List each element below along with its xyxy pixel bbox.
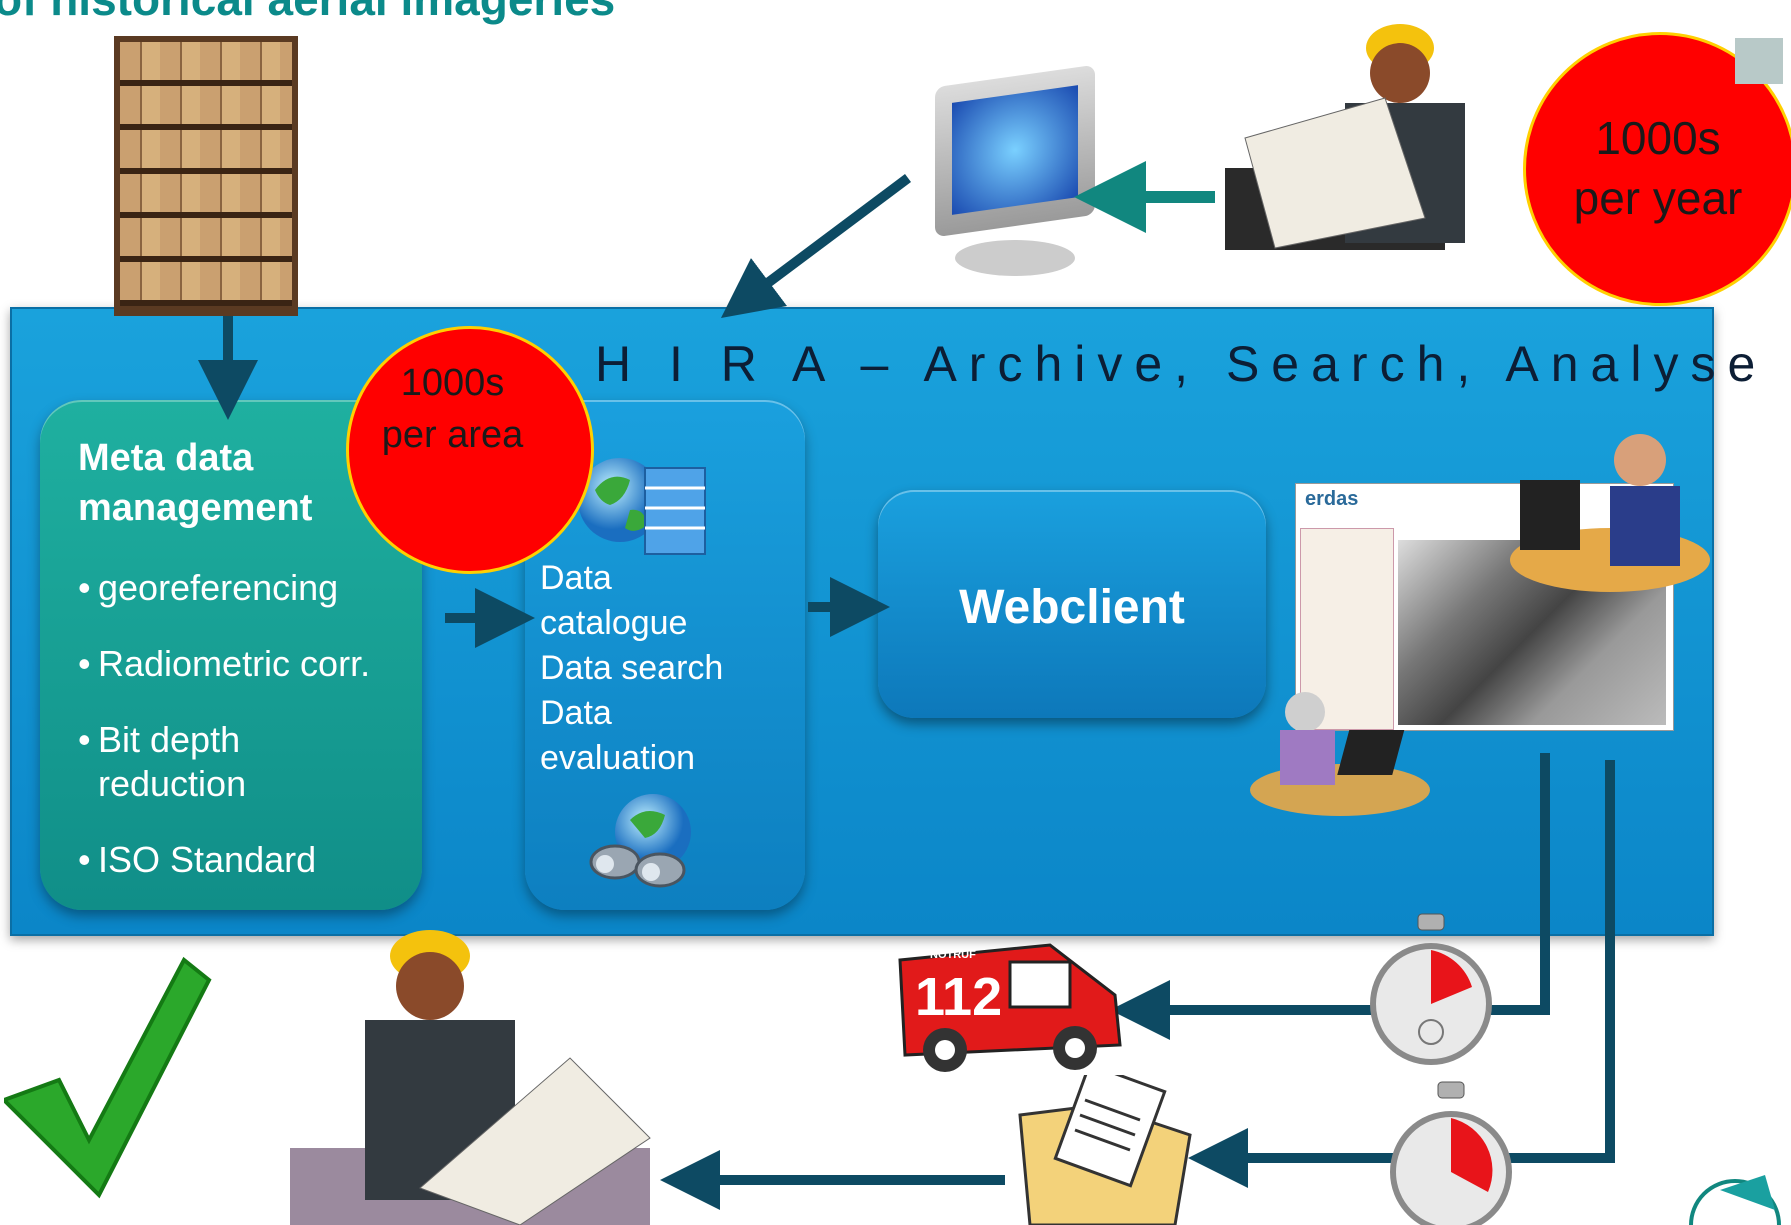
count-badge-area <box>346 326 594 574</box>
catalogue-text: Data catalogue Data search Data evaluati… <box>540 556 790 781</box>
office-worker-icon <box>1250 692 1430 816</box>
arrow-monitor-to-panel <box>720 173 911 318</box>
corner-square <box>1735 38 1783 84</box>
catalog-line: Data search <box>540 649 724 687</box>
globe-binoculars-icon <box>589 794 691 888</box>
stopwatch-icon <box>1390 1081 1512 1225</box>
arrow-to-emergency <box>1110 753 1550 1040</box>
meta-title-line2: management <box>78 487 313 529</box>
checkmark-icon <box>4 956 212 1199</box>
panel-title: H I R A – Archive, Search, Analyse <box>595 336 1768 392</box>
webclient-label: Webclient <box>959 581 1185 634</box>
arrow-to-folder <box>1188 760 1615 1188</box>
engineer-person-icon <box>290 930 651 1225</box>
bullet-iso: ISO Standard <box>78 838 316 882</box>
vehicle-sign: NOTRUF <box>930 949 976 961</box>
globe-database-icon <box>578 458 706 555</box>
vehicle-number: 112 <box>915 967 1002 1027</box>
erdas-logo: erdas <box>1305 488 1359 510</box>
folder-document-icon <box>1018 1075 1192 1225</box>
monitor-stand <box>955 240 1075 276</box>
archive-bookshelf-image <box>114 36 298 316</box>
catalog-line: Data <box>540 559 612 597</box>
bullet-georeferencing: georeferencing <box>78 566 338 610</box>
bullet-bit-depth: Bit depth reduction <box>78 718 340 806</box>
bullet-radiometric: Radiometric corr. <box>78 642 370 686</box>
page-title: of historical aerial imageries <box>0 0 615 26</box>
meta-data-title: Meta data management <box>78 433 312 533</box>
meta-title-line1: Meta data <box>78 437 254 479</box>
logo-globe-icon <box>1689 1175 1781 1225</box>
emergency-vehicle-icon: 112 NOTRUF <box>898 943 1122 1072</box>
stopwatch-icon <box>1370 913 1492 1065</box>
office-worker-icon <box>1510 434 1710 592</box>
engineer-person-icon <box>1225 24 1465 250</box>
catalog-line: catalogue <box>540 604 688 642</box>
catalog-line: evaluation <box>540 739 696 777</box>
webclient-box <box>878 490 1266 718</box>
catalog-line: Data <box>540 694 612 732</box>
